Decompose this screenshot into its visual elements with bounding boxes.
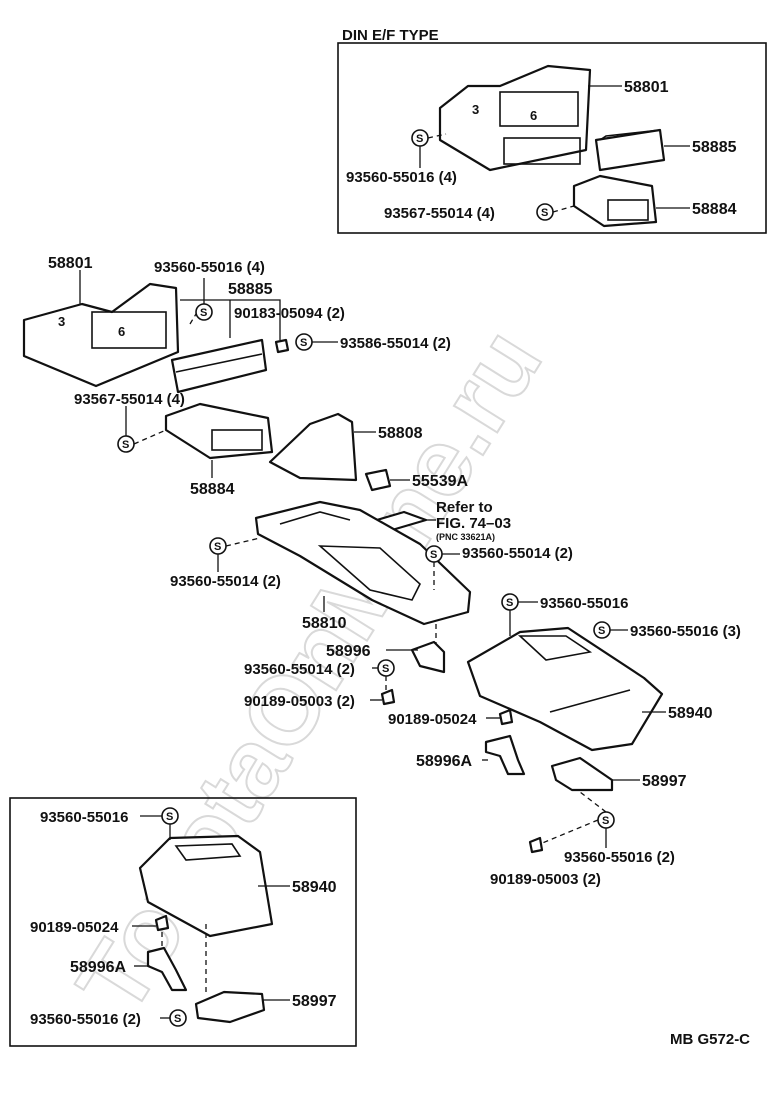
svg-text:S: S — [214, 541, 221, 553]
label-58885: 58885 — [228, 281, 273, 298]
part-58996 — [410, 640, 446, 674]
refer-to-line-1: Refer to — [436, 499, 493, 516]
variant-label-58996A: 58996A — [70, 959, 126, 976]
label-90183-05094-2: 90183-05094 (2) — [234, 305, 345, 322]
label-58940: 58940 — [668, 705, 713, 722]
symbol-s-m5: S — [425, 545, 443, 563]
svg-text:3: 3 — [58, 314, 65, 329]
part-55539A — [364, 468, 392, 492]
svg-text:S: S — [174, 1013, 181, 1025]
label-93560-55016-4: 93560-55016 (4) — [154, 259, 265, 276]
part-58884 — [164, 402, 274, 460]
variant-label-58940: 58940 — [292, 879, 337, 896]
svg-text:6: 6 — [118, 324, 125, 339]
part-58810 — [254, 500, 472, 626]
din-symbol-s-2: S — [536, 203, 554, 221]
part-58808 — [268, 412, 358, 482]
svg-text:S: S — [122, 439, 129, 451]
din-label-58885: 58885 — [692, 139, 737, 156]
label-90189-05024: 90189-05024 — [388, 711, 477, 728]
variant-part-58996A — [146, 946, 188, 992]
label-58996: 58996 — [326, 643, 371, 660]
variant-label-93560-55016-2: 93560-55016 (2) — [30, 1011, 141, 1028]
variant-box-frame — [9, 797, 357, 1047]
label-58996A: 58996A — [416, 753, 472, 770]
label-93560-55014-2-c: 93560-55014 (2) — [244, 661, 355, 678]
variant-label-58997: 58997 — [292, 993, 337, 1010]
variant-symbol-s-2: S — [169, 1009, 187, 1027]
symbol-s-m2: S — [295, 333, 313, 351]
symbol-s-m1: S — [195, 303, 213, 321]
svg-text:S: S — [602, 815, 609, 827]
variant-part-58997 — [194, 990, 266, 1024]
label-93560-55016-3: 93560-55016 (3) — [630, 623, 741, 640]
label-93560-55014-2-a: 93560-55014 (2) — [462, 545, 573, 562]
variant-box: S S 93560-55016 58940 90189-05024 58996A… — [9, 797, 357, 1047]
label-93567-55014-4: 93567-55014 (4) — [74, 391, 185, 408]
din-type-label: DIN E/F TYPE — [342, 27, 439, 44]
part-58801: 3 6 — [22, 282, 180, 388]
svg-text:S: S — [300, 337, 307, 349]
svg-text:S: S — [598, 625, 605, 637]
label-90189-05003-2: 90189-05003 (2) — [244, 693, 355, 710]
label-90189-05003-2-b: 90189-05003 (2) — [490, 871, 601, 888]
din-symbol-s-1: S — [411, 129, 429, 147]
fastener-90183 — [274, 338, 290, 354]
svg-text:S: S — [506, 597, 513, 609]
svg-text:S: S — [166, 811, 173, 823]
din-label-93560-55016-4: 93560-55016 (4) — [346, 169, 457, 186]
label-58801: 58801 — [48, 255, 93, 272]
symbol-s-m7: S — [501, 593, 519, 611]
symbol-s-m4: S — [209, 537, 227, 555]
part-58940 — [466, 626, 664, 752]
label-55539A: 55539A — [412, 473, 468, 490]
label-93560-55014-2-b: 93560-55014 (2) — [170, 573, 281, 590]
svg-text:S: S — [430, 549, 437, 561]
label-93560-55016-2: 93560-55016 (2) — [564, 849, 675, 866]
svg-text:S: S — [416, 133, 423, 145]
svg-text:S: S — [382, 663, 389, 675]
variant-symbol-s-1: S — [161, 807, 179, 825]
din-label-58884: 58884 — [692, 201, 737, 218]
variant-label-93560-55016: 93560-55016 — [40, 809, 128, 826]
symbol-s-m9: S — [597, 811, 615, 829]
part-58885 — [170, 338, 268, 394]
din-part-58885 — [594, 128, 666, 172]
svg-text:3: 3 — [472, 102, 479, 117]
din-part-58884 — [572, 174, 658, 228]
fastener-90189-a — [380, 688, 396, 706]
refer-to-line-2: FIG. 74–03 — [436, 515, 511, 532]
svg-text:S: S — [541, 207, 548, 219]
svg-text:6: 6 — [530, 108, 537, 123]
label-58997: 58997 — [642, 773, 687, 790]
din-bracket-58801: 3 6 — [438, 64, 592, 172]
din-label-58801: 58801 — [624, 79, 669, 96]
variant-fastener-90189 — [154, 914, 170, 932]
fastener-90189-c — [528, 836, 544, 854]
din-label-93567-55014-4: 93567-55014 (4) — [384, 205, 495, 222]
symbol-s-m8: S — [593, 621, 611, 639]
label-58884: 58884 — [190, 481, 235, 498]
label-58810: 58810 — [302, 615, 347, 632]
label-58808: 58808 — [378, 425, 423, 442]
svg-text:S: S — [200, 307, 207, 319]
refer-to-line-3: (PNC 33621A) — [436, 532, 495, 542]
label-93586-55014-2: 93586-55014 (2) — [340, 335, 451, 352]
din-box-frame — [337, 42, 767, 234]
part-58997 — [550, 756, 614, 792]
part-58996A — [484, 734, 526, 776]
diagram-code: MB G572-C — [670, 1031, 750, 1048]
label-93560-55016: 93560-55016 — [540, 595, 628, 612]
symbol-s-m6: S — [377, 659, 395, 677]
fastener-90189-b — [498, 708, 514, 726]
variant-label-90189-05024: 90189-05024 — [30, 919, 119, 936]
din-type-box: DIN E/F TYPE 3 6 S S 58801 58885 58884 — [337, 27, 767, 234]
variant-part-58940 — [138, 834, 274, 938]
symbol-s-m3: S — [117, 435, 135, 453]
